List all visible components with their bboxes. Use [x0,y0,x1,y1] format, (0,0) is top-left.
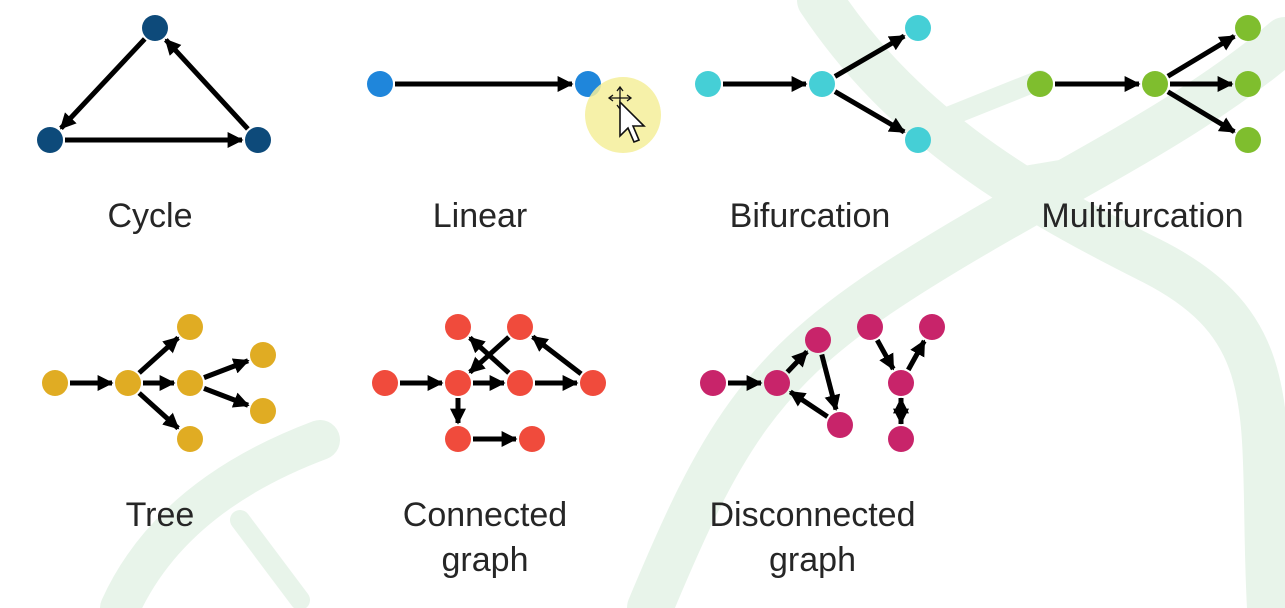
tree-node [115,370,141,396]
label-disconnected-line2: graph [769,541,856,579]
tree-edge [137,335,180,375]
multifurcation-node [1027,71,1053,97]
tree-edge [203,386,250,408]
connected-node [445,370,471,396]
tree-node [250,342,276,368]
linear-node [367,71,393,97]
disconnected-edge [819,353,841,412]
dna-rung [230,510,310,608]
disconnected-node [888,426,914,452]
connected-node [372,370,398,396]
disconnected-node [888,370,914,396]
disconnected-node [919,314,945,340]
tree-node [177,314,203,340]
connected-node [580,370,606,396]
cycle-node [37,127,63,153]
dna-strand-bottom [100,420,340,608]
connected-edge [468,335,511,375]
disconnected-edge [906,339,927,372]
bifurcation-edge [833,33,906,79]
dna-strand-left [797,0,1285,608]
tree-node [177,370,203,396]
multifurcation-node [1235,71,1261,97]
bifurcation-node [905,127,931,153]
tree-node [42,370,68,396]
bifurcation-node [809,71,835,97]
label-connected-line1: Connected [402,496,568,534]
disconnected-node [764,370,790,396]
label-linear: Linear [432,197,528,235]
connected-node [519,426,545,452]
label-cycle: Cycle [107,197,193,235]
bifurcation-edge [833,89,906,135]
connected-node [507,370,533,396]
connected-edge [531,334,583,376]
disconnected-edge [875,338,896,371]
dna-strand-right [627,17,1285,608]
tree-node [250,398,276,424]
bifurcation-node [905,15,931,41]
disconnected-node [827,412,853,438]
tree-edge [137,391,180,431]
tree-edge [203,358,250,380]
connected-node [445,426,471,452]
label-tree: Tree [125,496,195,534]
cycle-node [245,127,271,153]
tree-node [177,426,203,452]
multifurcation-edge [1166,34,1236,79]
dna-rung [990,150,1130,190]
multifurcation-node [1142,71,1168,97]
arrow-cursor-icon [619,100,646,144]
connected-node [445,314,471,340]
disconnected-edge [788,389,829,419]
connected-node [507,314,533,340]
cycle-edge [163,38,250,131]
label-multifurcation: Multifurcation [1041,197,1244,235]
disconnected-node [857,314,883,340]
cycle-edge [59,37,147,131]
cursor-highlight [584,76,662,154]
label-bifurcation: Bifurcation [729,197,891,235]
cycle-node [142,15,168,41]
multifurcation-node [1235,127,1261,153]
disconnected-node [805,327,831,353]
disconnected-edge [785,349,809,374]
label-disconnected-line1: Disconnected [709,496,916,534]
multifurcation-node [1235,15,1261,41]
disconnected-node [700,370,726,396]
dna-rung [930,70,1050,130]
bifurcation-node [695,71,721,97]
label-connected-line2: graph [441,541,529,579]
multifurcation-edge [1166,89,1236,134]
